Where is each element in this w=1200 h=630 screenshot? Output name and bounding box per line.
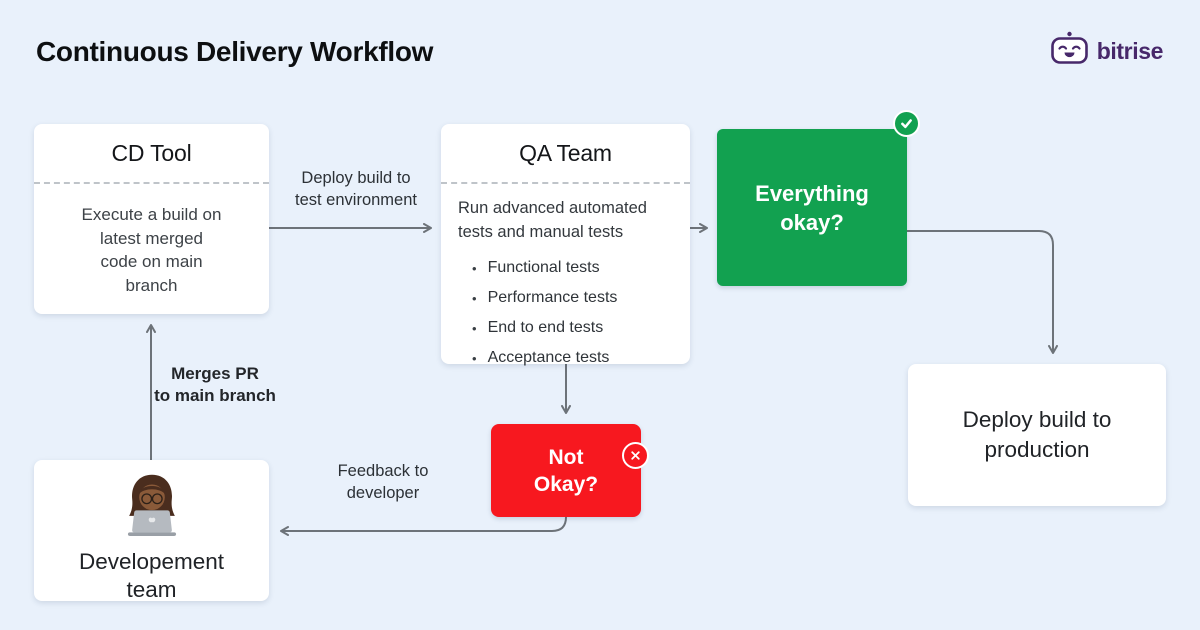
- qa-test-list: •Functional tests •Performance tests •En…: [458, 253, 673, 373]
- list-item: •End to end tests: [472, 319, 604, 336]
- node-qa-team: QA Team Run advanced automated tests and…: [441, 124, 690, 366]
- developer-at-laptop-emoji: [113, 467, 191, 548]
- node-not-okay: Not Okay?: [491, 424, 641, 517]
- list-item: •Performance tests: [472, 289, 618, 306]
- bullet-icon: •: [472, 350, 477, 366]
- edge-everything-okay-to-production: [907, 230, 1058, 354]
- node-cd-tool: CD Tool Execute a build on latest merged…: [34, 124, 269, 314]
- cd-tool-description: Execute a build on latest merged code on…: [34, 182, 269, 297]
- qa-team-description: Run advanced automated tests and manual …: [458, 199, 647, 241]
- development-team-label: Developement team: [78, 549, 225, 602]
- list-item: •Functional tests: [472, 259, 600, 276]
- cross-badge-icon: [622, 442, 649, 469]
- bullet-icon: •: [472, 260, 477, 276]
- edge-label-feedback: Feedback to developer: [337, 462, 429, 502]
- edge-not-okay-to-devteam: [280, 516, 567, 536]
- bullet-icon: •: [472, 320, 477, 336]
- node-deploy-production: Deploy build to production: [908, 364, 1166, 506]
- edge-label-merges-pr: Merges PR to main branch: [154, 364, 276, 405]
- bitrise-bot-icon: [1049, 31, 1089, 71]
- page-title: Continuous Delivery Workflow: [36, 36, 434, 67]
- bullet-icon: •: [472, 290, 477, 306]
- edge-label-deploy-test: Deploy build to test environment: [295, 169, 417, 209]
- node-development-team: Developement team: [34, 460, 269, 602]
- check-badge-icon: [893, 110, 920, 137]
- qa-team-title: QA Team: [519, 139, 612, 166]
- cd-tool-title: CD Tool: [111, 139, 192, 166]
- list-item: •Acceptance tests: [472, 349, 610, 366]
- bitrise-logo: bitrise: [1049, 31, 1163, 71]
- node-everything-okay: Everything okay?: [717, 129, 907, 286]
- bitrise-wordmark: bitrise: [1096, 37, 1164, 64]
